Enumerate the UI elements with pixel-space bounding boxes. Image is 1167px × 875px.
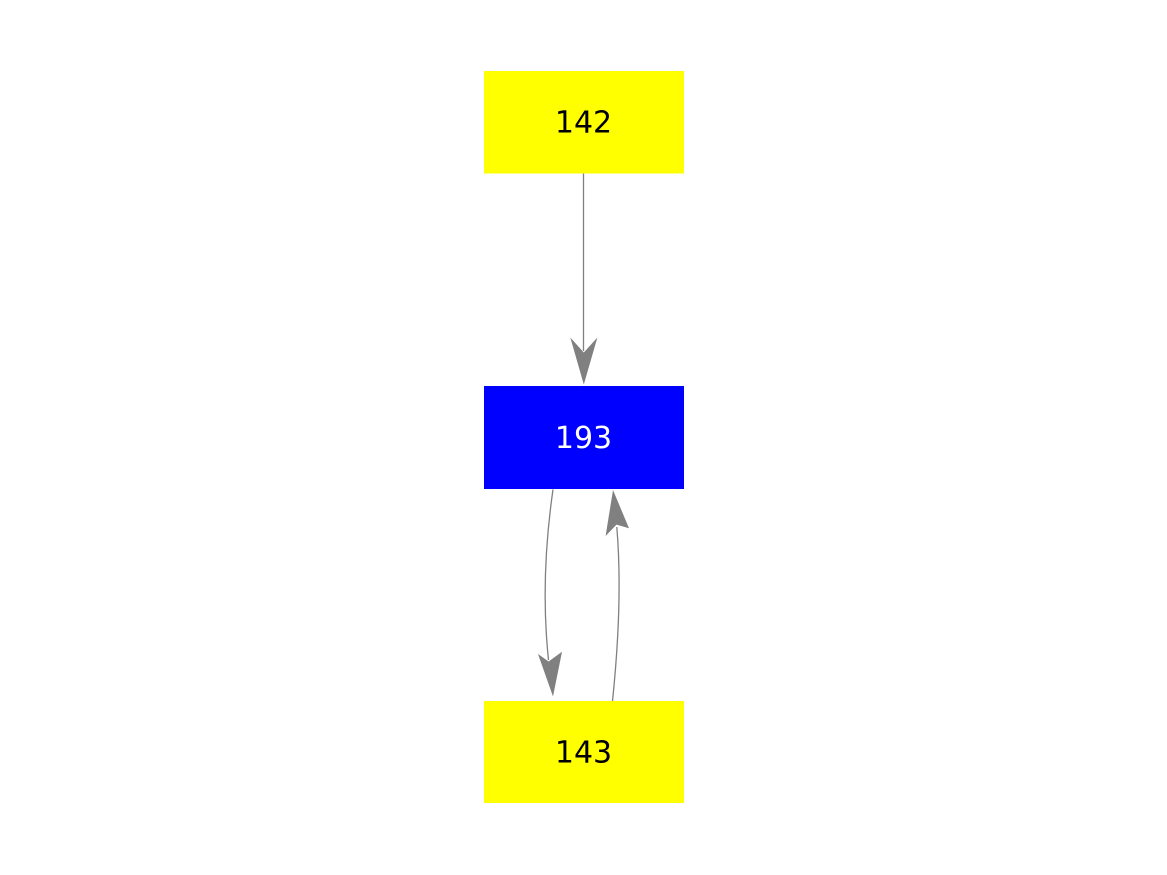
node-143: 143 [484, 701, 684, 803]
edge-line-143-193 [611, 526, 620, 702]
arrowhead-down-icon [538, 651, 562, 697]
node-142: 142 [484, 71, 684, 174]
node-142-label: 142 [555, 106, 612, 141]
node-193-box [484, 386, 684, 489]
edge-line-193-143 [544, 489, 554, 661]
node-142-box [484, 71, 684, 174]
edge-143-to-193 [605, 490, 629, 702]
arrowhead-up-icon [605, 490, 629, 536]
node-193-label: 193 [555, 421, 612, 456]
arrowhead-down-icon [570, 337, 598, 385]
node-193: 193 [484, 386, 684, 489]
edge-193-to-143 [538, 489, 562, 697]
node-143-box [484, 701, 684, 803]
edge-142-to-193 [570, 173, 598, 385]
node-143-label: 143 [555, 736, 612, 771]
